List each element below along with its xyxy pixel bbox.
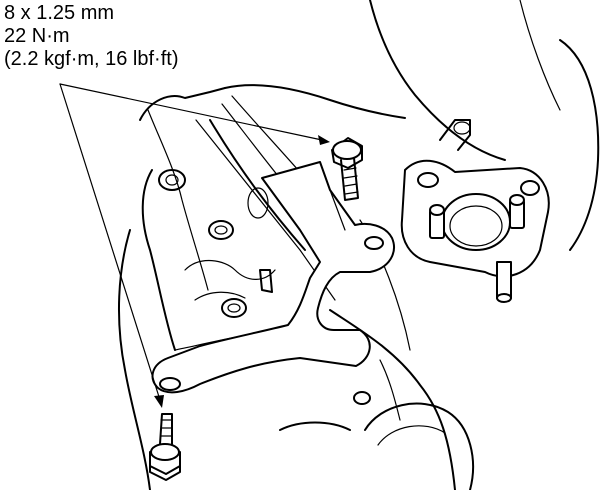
torque-nm-label: 22 N·m (4, 25, 70, 47)
torque-alt-label: (2.2 kgf·m, 16 lbf·ft) (4, 48, 179, 70)
transmission-housing (224, 0, 600, 490)
stiffener-bracket (151, 161, 395, 405)
bolt-icon (149, 413, 181, 481)
mount-flange (400, 159, 550, 303)
thread-size-label: 8 x 1.25 mm (4, 2, 115, 24)
bolt-icon (331, 137, 363, 201)
leader-lines (59, 83, 330, 408)
engine-block (117, 87, 336, 490)
